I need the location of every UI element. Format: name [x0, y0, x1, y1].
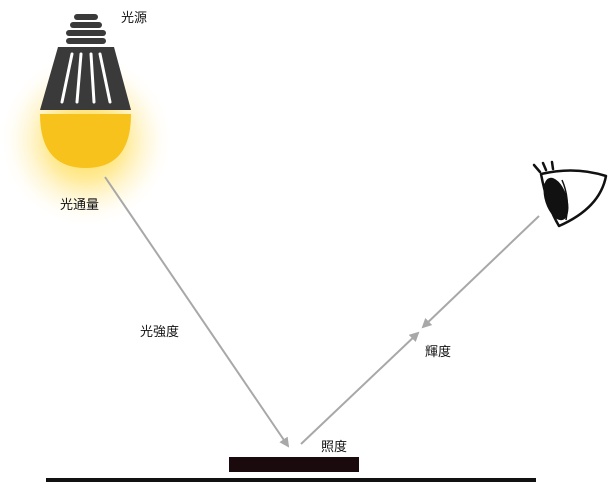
line-of-sight-arrow — [421, 215, 540, 329]
light-source-label: 光源 — [121, 11, 148, 26]
luminous-intensity-label: 光強度 — [140, 325, 180, 340]
luminous-flux-label: 光通量 — [60, 198, 100, 213]
ground-line — [46, 478, 536, 482]
light-bulb-icon — [40, 14, 131, 168]
illuminated-surface — [229, 457, 359, 472]
illuminance-label: 照度 — [321, 440, 348, 455]
incident-ray-arrow — [104, 176, 290, 448]
eye-icon — [532, 160, 608, 228]
reflected-ray-arrow — [300, 331, 420, 445]
luminance-label: 輝度 — [425, 345, 452, 360]
